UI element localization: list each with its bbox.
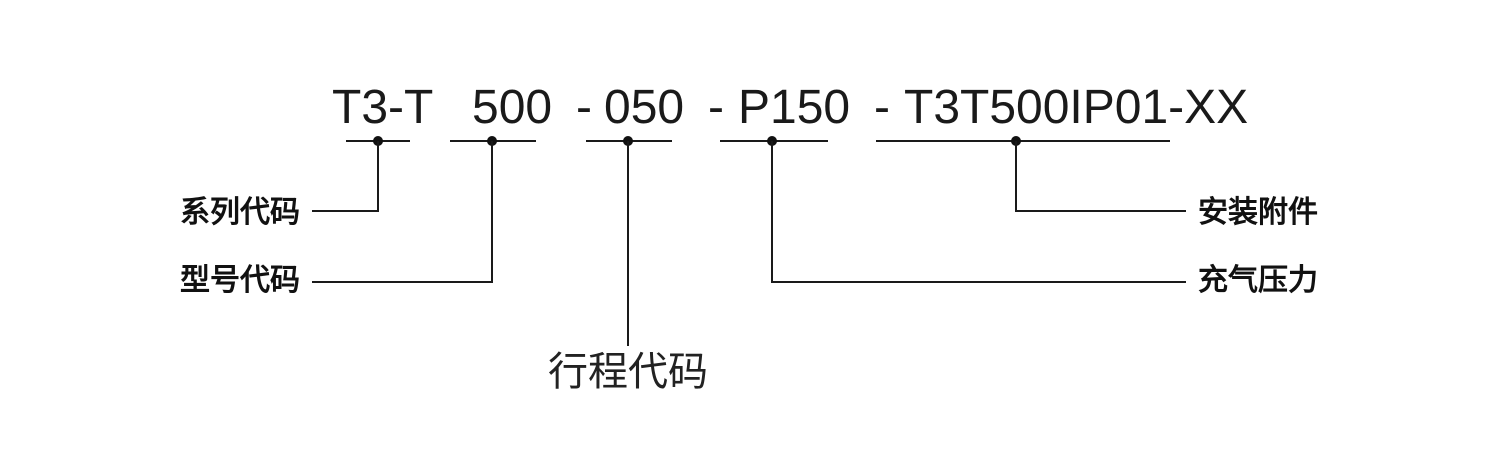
code-separator-1: - xyxy=(576,81,592,134)
leader-accessory xyxy=(1015,141,1186,212)
label-accessory: 安装附件 xyxy=(1198,195,1318,230)
label-model: 型号代码 xyxy=(180,263,300,298)
code-series: T3-T xyxy=(332,81,433,134)
code-separator-3: - xyxy=(874,81,890,134)
leader-model xyxy=(312,141,493,283)
code-model: 500 xyxy=(472,81,552,134)
leader-series xyxy=(312,141,379,212)
label-series: 系列代码 xyxy=(180,195,300,230)
code-accessory: T3T500IP01-XX xyxy=(904,81,1248,134)
leader-pressure xyxy=(771,141,1186,283)
code-pressure: P150 xyxy=(738,81,850,134)
code-separator-2: - xyxy=(708,81,724,134)
label-stroke: 行程代码 xyxy=(548,349,708,395)
label-pressure: 充气压力 xyxy=(1198,263,1318,298)
code-stroke: 050 xyxy=(604,81,684,134)
